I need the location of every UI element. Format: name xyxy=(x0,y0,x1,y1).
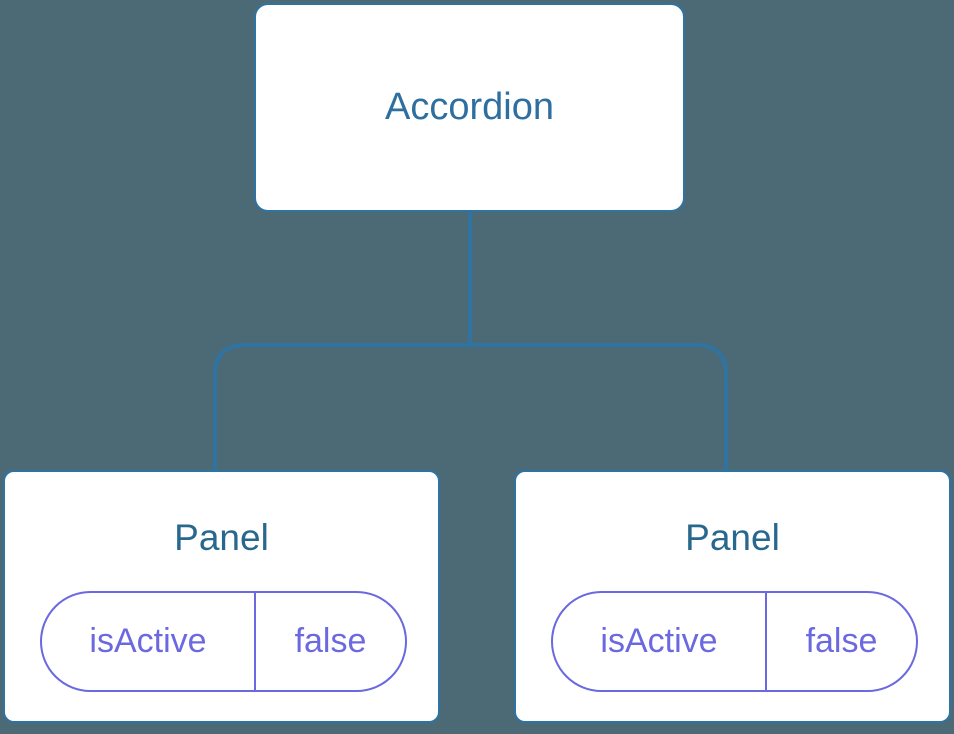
state-value-label: false xyxy=(805,622,878,660)
panel-node-right: isActive false xyxy=(514,470,951,723)
panel-node-left-label: Panel xyxy=(174,517,269,558)
state-value-label: false xyxy=(294,622,367,660)
state-name-label: isActive xyxy=(553,593,767,690)
panel-node-right-label: Panel xyxy=(685,517,780,558)
state-pill-left: isActive false xyxy=(40,591,407,692)
accordion-node: Accordion xyxy=(254,3,685,212)
panel-node-left: isActive false xyxy=(3,470,440,723)
connector-bracket-line xyxy=(213,343,728,470)
state-pill-right: isActive false xyxy=(551,591,918,692)
state-name-label: isActive xyxy=(42,593,256,690)
accordion-node-label: Accordion xyxy=(385,86,554,128)
